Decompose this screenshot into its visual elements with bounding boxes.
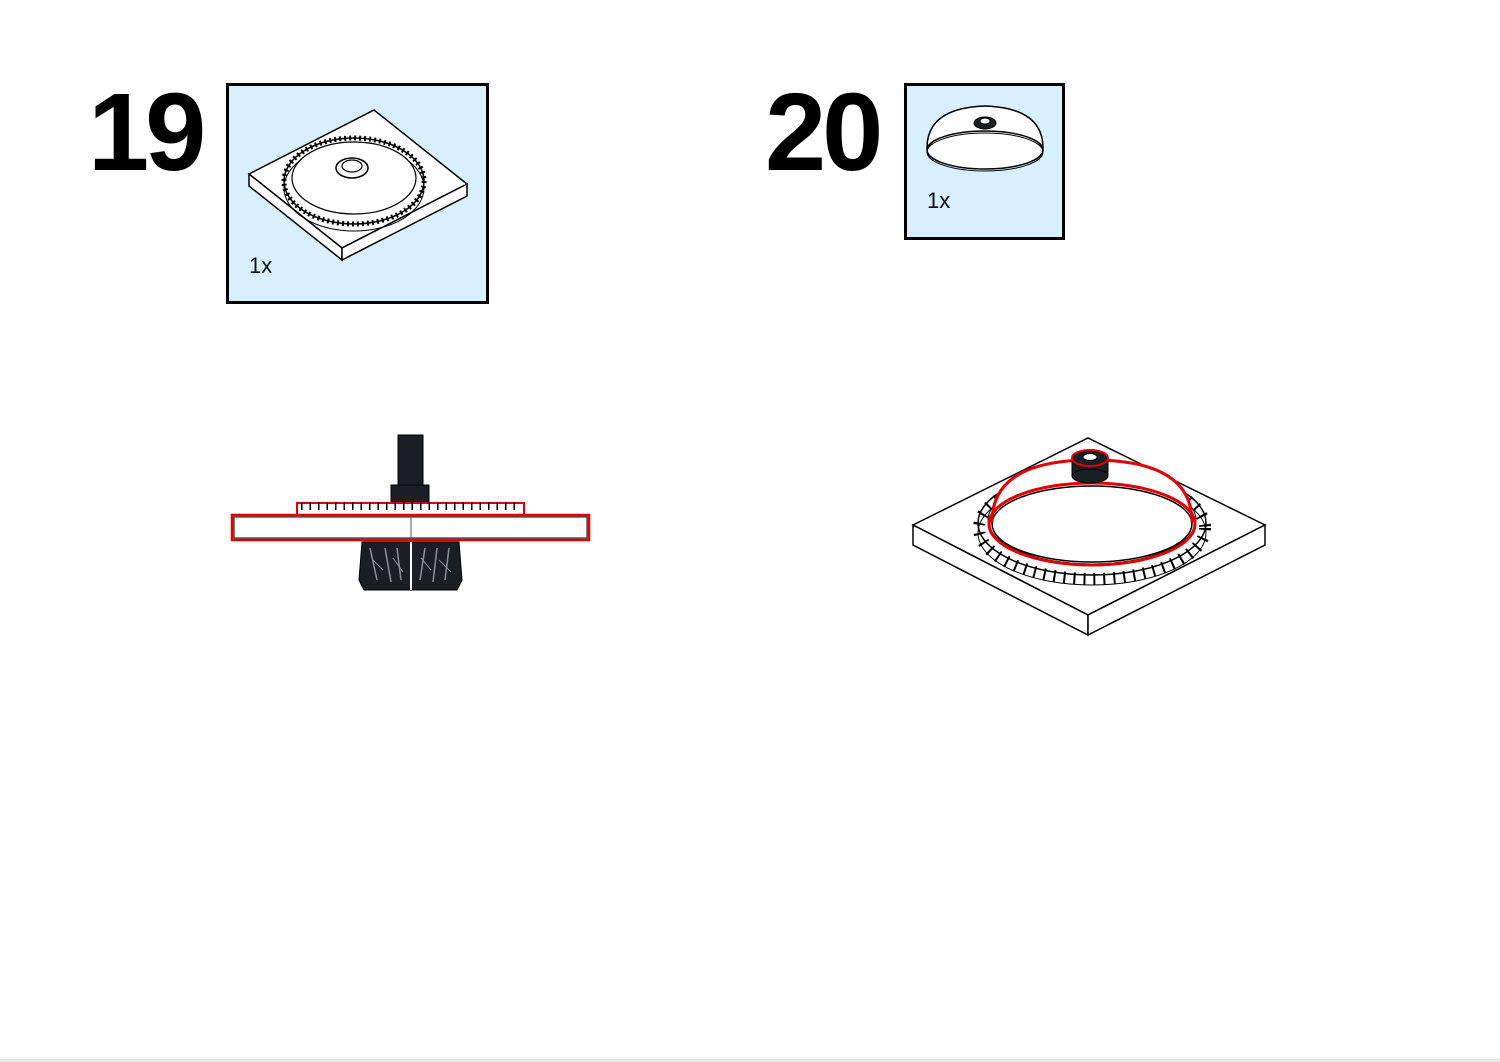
parts-callout: 1x bbox=[226, 83, 489, 304]
turntable-with-dish-icon bbox=[911, 437, 1267, 637]
step-number: 19 bbox=[88, 71, 206, 194]
part-quantity: 1x bbox=[249, 253, 273, 278]
part-quantity: 1x bbox=[927, 188, 951, 213]
parts-callout: 1x bbox=[904, 83, 1065, 240]
turntable-plate-icon bbox=[247, 109, 469, 262]
page-divider bbox=[0, 1059, 1500, 1062]
turntable-side-view-icon bbox=[230, 434, 591, 591]
dish-icon bbox=[926, 105, 1044, 172]
step-number: 20 bbox=[765, 71, 883, 194]
